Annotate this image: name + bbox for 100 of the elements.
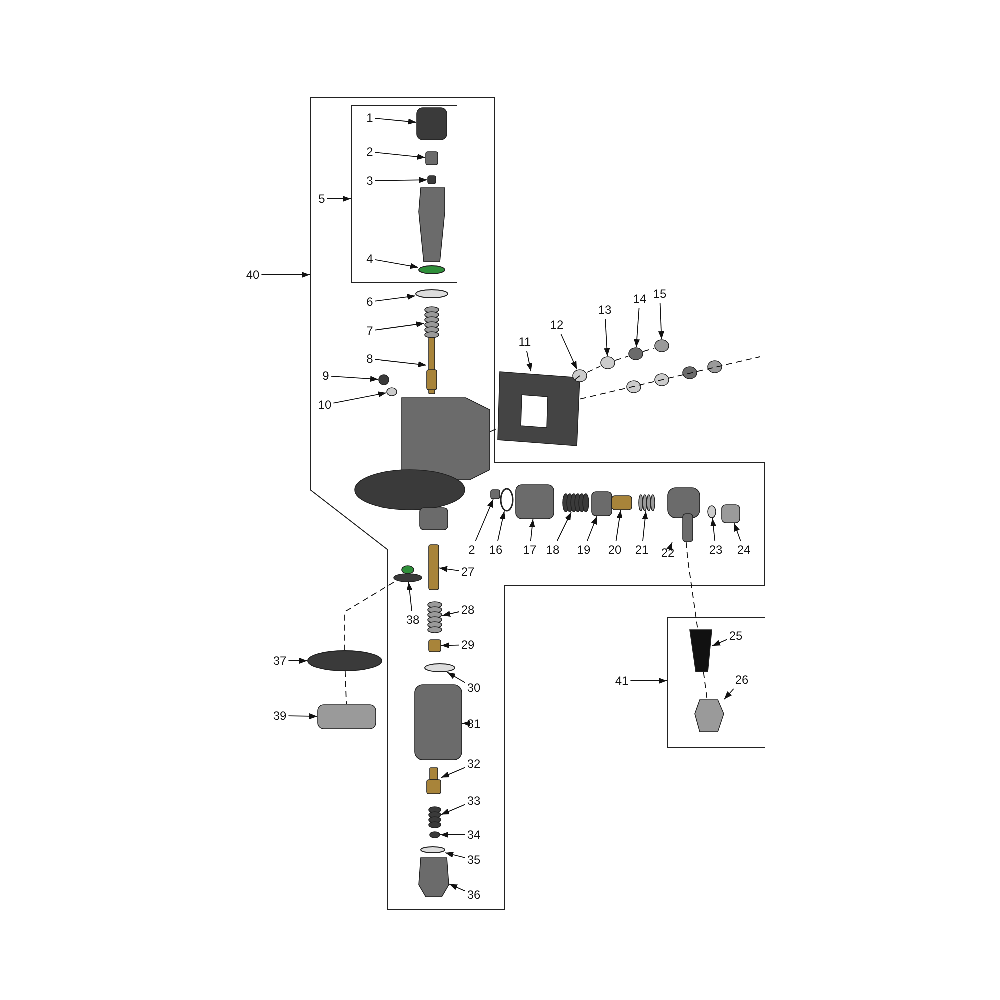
leader-line [406,582,413,612]
callout-number: 39 [273,709,287,723]
nut-drawing [592,492,612,516]
nut-drawing [490,490,500,500]
center-line [643,348,655,352]
leader-line [710,518,717,542]
callout-number: 16 [489,543,503,557]
leader-line [587,516,598,542]
callout-number: 36 [467,888,481,902]
leader-line [326,196,352,202]
leader-line [616,510,623,542]
elbow-housing-drawing [668,488,700,542]
leader-line [288,713,318,720]
callout-number: 34 [467,828,481,842]
callout-number: 33 [467,794,481,808]
leader-line [449,884,466,892]
callout-number: 14 [633,292,647,306]
leader-line [447,672,466,684]
center-line [587,366,601,373]
spring-drawing [562,494,590,512]
cap-drawing [694,700,724,732]
ring-drawing [708,506,716,518]
center-line [344,582,394,651]
washer-drawing [416,290,448,298]
leader-line [556,512,572,542]
ring-drawing [500,488,514,512]
spring-drawing [428,602,442,634]
leader-line [498,511,506,542]
washer-drawing [424,664,456,672]
fitting-drawing [612,496,632,510]
leader-line [333,392,387,404]
leader-line [374,152,426,160]
gasket-drawing [498,372,580,446]
leader-line [462,720,471,727]
leader-line [442,611,460,617]
nut-drawing [628,348,644,360]
callout-number: 4 [366,252,374,266]
stud-drawing [654,340,670,352]
cylinder-drawing [414,684,462,760]
callout-number: 11 [518,335,532,349]
callout-number: 7 [366,324,374,338]
ring-drawing [308,650,382,672]
leader-line [441,642,460,649]
center-line [686,542,698,630]
leader-line [642,511,648,542]
washer-drawing [386,388,398,396]
leader-line [374,118,417,125]
callout-number: 10 [318,398,332,412]
callout-number: 5 [318,192,326,206]
body-drawing [354,398,490,530]
nozzle-drawing [690,630,712,672]
callout-number: 23 [709,543,723,557]
callout-number: 21 [635,543,649,557]
washer-drawing [600,356,616,370]
nut-drawing [430,832,440,838]
cap-drawing [418,858,450,898]
cap-drawing [416,108,448,140]
leader-line [439,566,460,572]
leader-line [666,542,673,552]
callout-number: 17 [523,543,537,557]
callout-number: 19 [577,543,591,557]
washer-drawing [420,846,446,854]
callout-number: 1 [366,111,374,125]
spring-drawing [638,494,656,512]
valve-stem-drawing [426,768,442,794]
callout-number: 13 [598,303,612,317]
center-line [580,356,760,400]
callout-number: 30 [467,681,481,695]
fitting-drawing [428,640,442,652]
leader-line [441,767,466,778]
callout-number: 37 [273,654,287,668]
leader-line [261,272,310,278]
leader-line [441,804,466,816]
callout-number: 15 [653,287,667,301]
leader-line [374,259,419,270]
leader-line [288,658,308,664]
callout-number: 28 [461,603,475,617]
callout-number: 38 [406,613,420,627]
leader-line [712,639,728,647]
callout-number: 32 [467,757,481,771]
callout-number: 25 [729,629,743,643]
leader-line [630,678,668,684]
leader-line [529,519,536,542]
leader-line [374,294,416,302]
bushing-drawing [516,484,554,520]
callout-number: 8 [366,352,374,366]
leader-line [604,318,610,357]
nut-drawing [428,176,436,184]
washer-drawing [572,370,588,382]
callout-number: 2 [366,145,374,159]
callout-number: 18 [546,543,560,557]
valve-stem-drawing [426,338,438,394]
callout-number: 31 [467,717,481,731]
callout-number: 12 [550,318,564,332]
leader-line [475,499,494,542]
leader-line [330,376,379,382]
callout-number: 9 [322,369,330,383]
bushing-drawing [426,152,438,166]
callout-number: 20 [608,543,622,557]
callout-number: 27 [461,565,475,579]
